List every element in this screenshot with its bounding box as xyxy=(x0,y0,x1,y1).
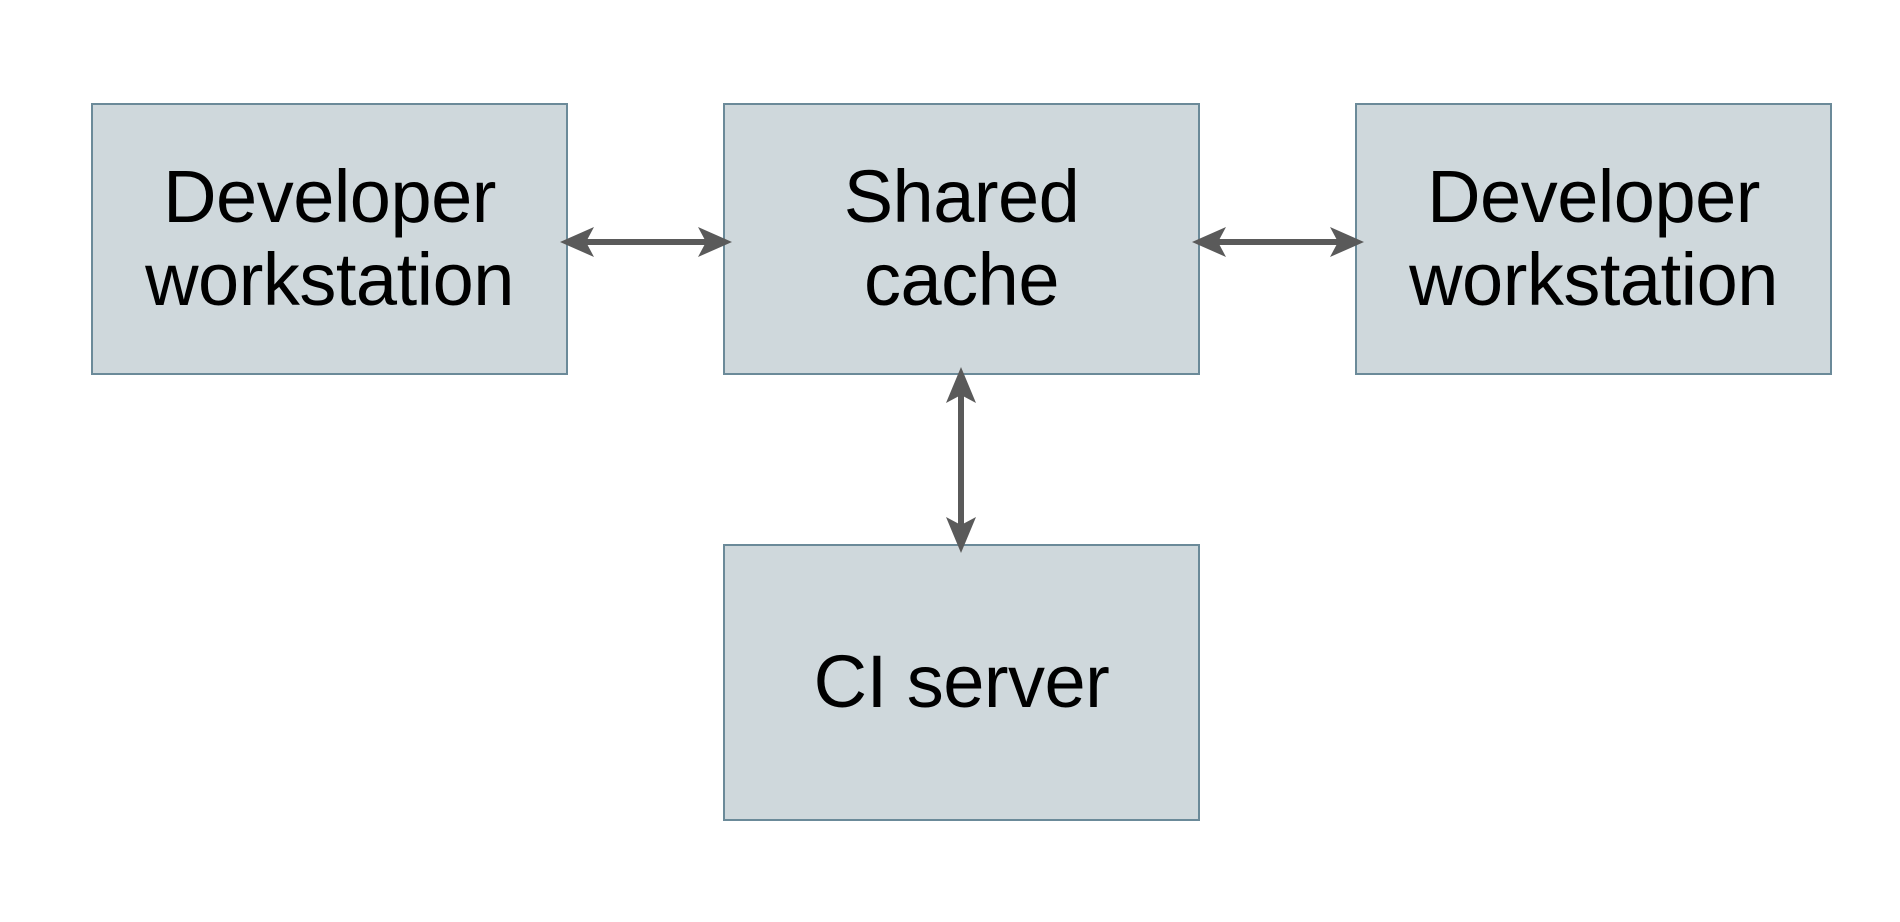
node-developer-workstation-left[interactable]: Developer workstation xyxy=(91,103,568,375)
edge-shared-cache-to-developer-right xyxy=(1192,214,1364,270)
edge-developer-left-to-shared-cache xyxy=(560,214,732,270)
double-arrow-horizontal-icon xyxy=(1192,227,1364,257)
node-label: Developer workstation xyxy=(1409,155,1778,321)
node-label: Shared cache xyxy=(843,155,1080,321)
double-arrow-horizontal-icon xyxy=(560,227,732,257)
node-shared-cache[interactable]: Shared cache xyxy=(723,103,1200,375)
node-developer-workstation-right[interactable]: Developer workstation xyxy=(1355,103,1832,375)
double-arrow-vertical-icon xyxy=(946,367,976,553)
node-label: Developer workstation xyxy=(145,155,514,321)
node-ci-server[interactable]: CI server xyxy=(723,544,1200,821)
edge-shared-cache-to-ci-server xyxy=(933,367,989,553)
node-label: CI server xyxy=(813,640,1110,724)
